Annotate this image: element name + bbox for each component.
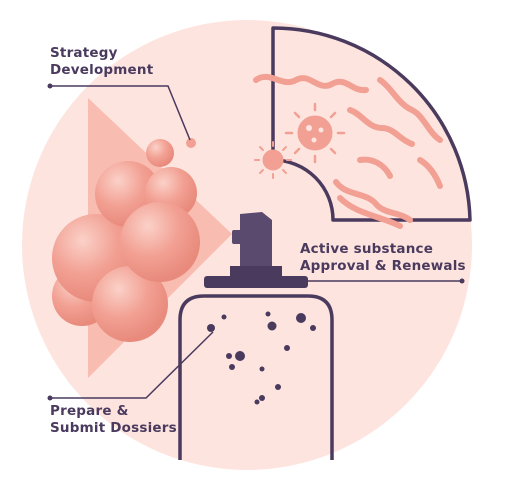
connector-ends bbox=[47, 83, 465, 401]
virus-icon bbox=[284, 102, 346, 164]
microbe-worms bbox=[253, 73, 443, 229]
spray-bottle-icon bbox=[178, 212, 334, 460]
label-line: Active substance bbox=[300, 241, 434, 257]
strategy-dot bbox=[186, 138, 196, 148]
label-line: Approval & Renewals bbox=[300, 258, 466, 274]
label-line: Prepare & bbox=[50, 403, 129, 419]
virus-icon-small bbox=[254, 141, 292, 179]
label-strategy-development: Strategy Development bbox=[50, 45, 153, 79]
label-active-substance: Active substance Approval & Renewals bbox=[300, 241, 466, 275]
connector-lines bbox=[50, 85, 462, 399]
label-line: Submit Dossiers bbox=[50, 420, 177, 436]
bottle-particles bbox=[207, 311, 316, 405]
label-prepare-submit: Prepare & Submit Dossiers bbox=[50, 403, 177, 437]
label-line: Development bbox=[50, 62, 154, 78]
label-line: Strategy bbox=[50, 45, 118, 61]
bubble-cluster bbox=[52, 139, 200, 342]
